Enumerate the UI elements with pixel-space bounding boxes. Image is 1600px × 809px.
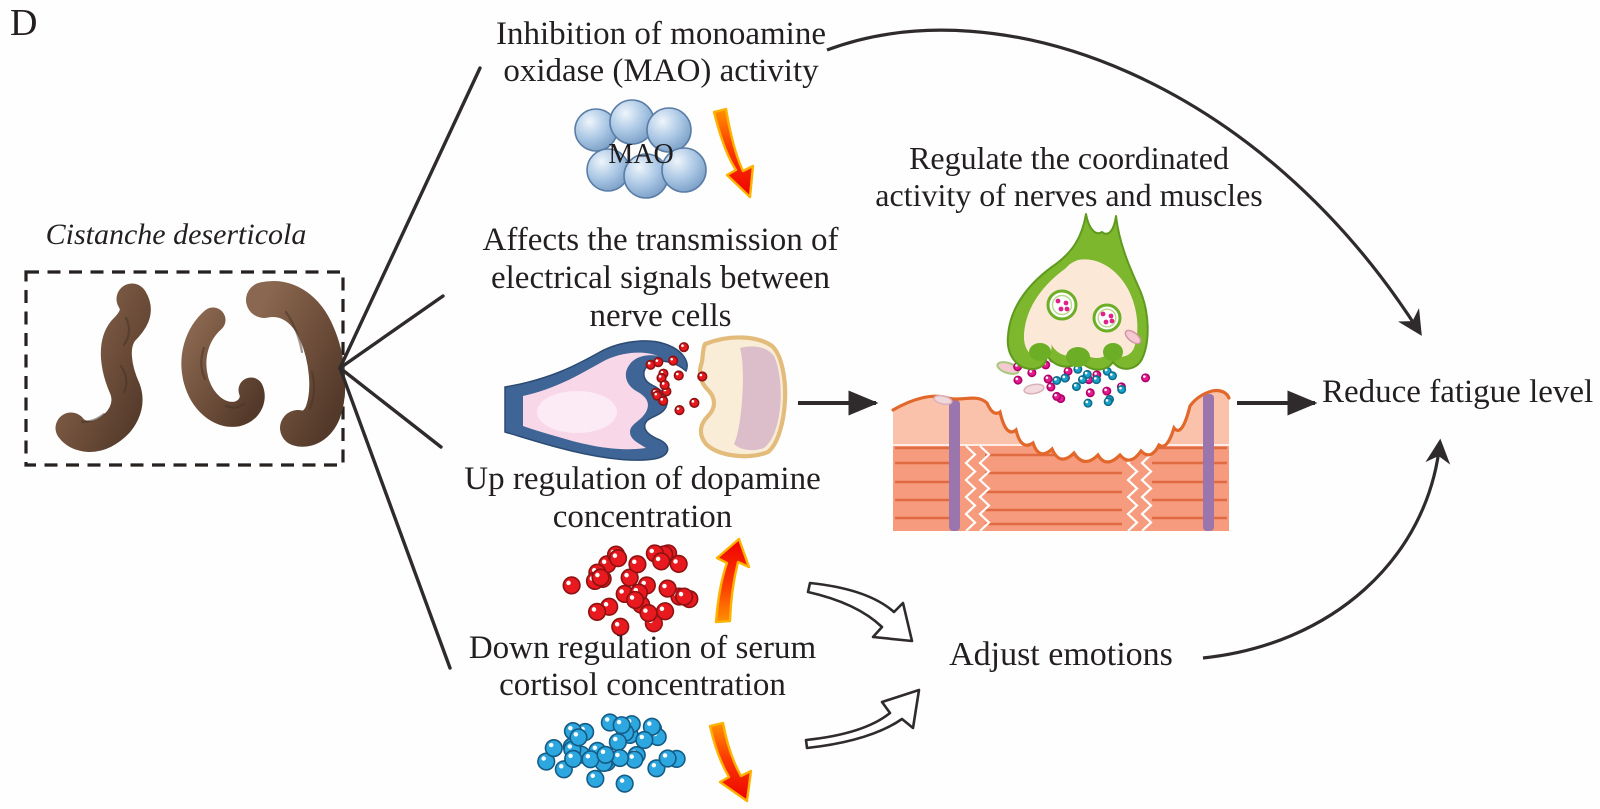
cortisol-down-arrow-icon [708,721,753,803]
label-line: concentration [552,499,733,535]
mao-down-arrow-icon [712,107,755,199]
label-dopamine-upregulation: Up regulation of dopamine concentration [420,460,865,536]
synapse-illustration [504,335,788,461]
label-line: Regulate the coordinated [909,140,1229,176]
mao-enzyme-label: MAO [608,139,673,170]
label-line: Affects the transmission of [482,222,839,258]
hollow-arrow-upper [806,581,914,643]
plant-photo [55,281,346,452]
neuromuscular-junction-illustration [891,213,1231,531]
synaptic-vesicle-icon [1092,303,1122,333]
label-adjust-emotions: Adjust emotions [949,636,1173,673]
label-cortisol-downregulation: Down regulation of serum cortisol concen… [420,630,865,704]
cortisol-dots-icon [537,713,686,793]
label-line: activity of nerves and muscles [875,177,1263,213]
label-signal-transmission: Affects the transmission of electrical s… [438,221,883,335]
dopamine-dots-icon [562,544,699,636]
label-regulate-coordination: Regulate the coordinated activity of ner… [848,140,1290,214]
label-line: Down regulation of serum [468,630,817,666]
curve-arrow-bottom [1202,438,1451,660]
label-line: Up regulation of dopamine [464,461,821,497]
label-mao-inhibition: Inhibition of monoamine oxidase (MAO) ac… [435,16,887,90]
label-line: nerve cells [589,298,732,334]
synaptic-vesicle-icon [1046,289,1078,321]
hollow-arrow-lower [804,688,921,750]
curve-arrow-top [826,28,1422,336]
fan-lines [338,66,482,670]
label-reduce-fatigue: Reduce fatigue level [1322,374,1594,410]
label-line: cortisol concentration [499,667,786,703]
mao-cluster-icon [574,99,707,199]
plant-name-label: Cistanche deserticola [45,218,307,251]
label-line: oxidase (MAO) activity [503,53,819,89]
label-line: Inhibition of monoamine [496,16,826,52]
dopamine-up-arrow-icon [714,537,751,624]
label-line: electrical signals between [490,260,830,296]
panel-label: D [10,2,38,44]
